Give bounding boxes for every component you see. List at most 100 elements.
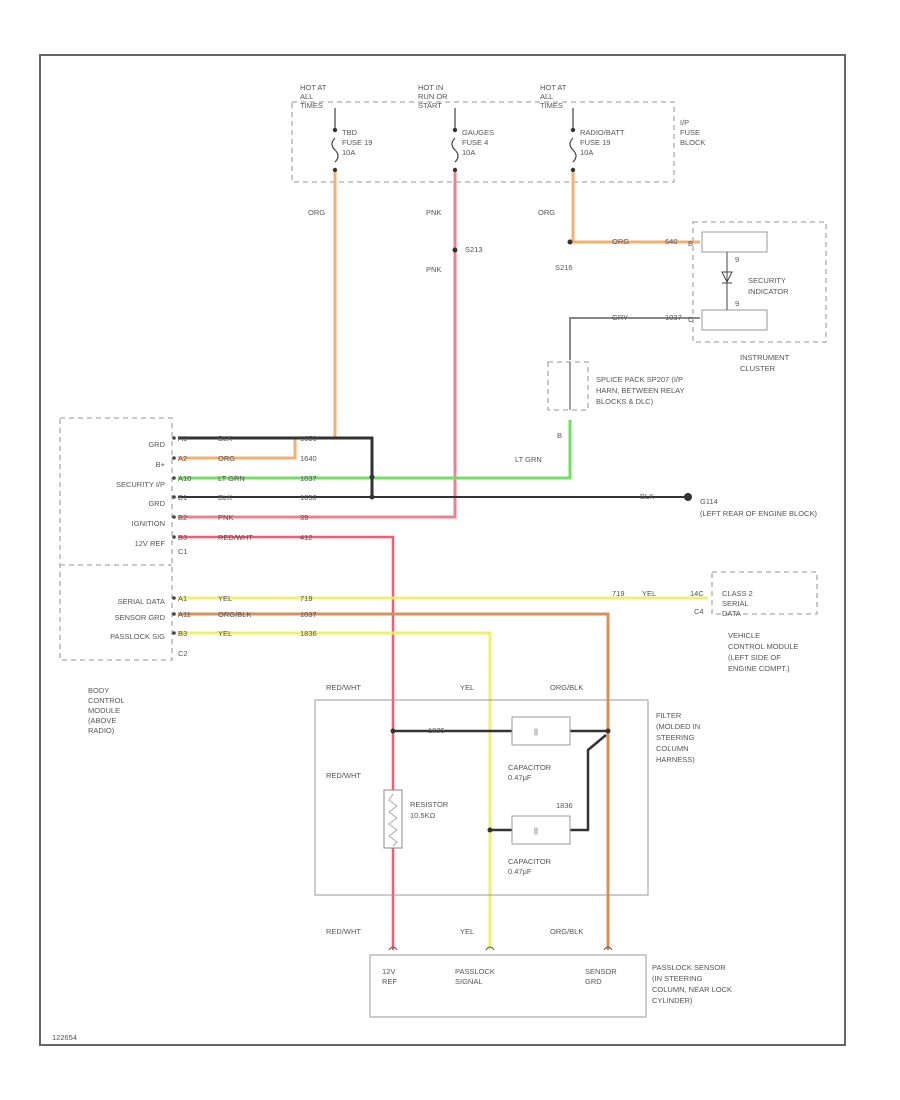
passlock-terminals — [388, 946, 613, 951]
bcm-row-circuit: 1037 — [300, 610, 317, 619]
cluster-pin-c: C — [688, 315, 694, 324]
wire-filter-inner4 — [570, 734, 607, 832]
label-pnk-1: PNK — [426, 208, 441, 217]
filter-top-redwht: RED/WHT — [326, 683, 361, 692]
bcm-row-label: PASSLOCK SIG — [110, 632, 165, 641]
bcm-row-wire-color: ORG/BLK — [218, 610, 251, 619]
fuse-symbols — [331, 108, 577, 163]
bcm-row-pin-dot — [172, 535, 176, 539]
bcm-row-label: B+ — [156, 460, 166, 469]
capacitor-2 — [511, 815, 571, 845]
bcm-row-pin-dot — [172, 596, 176, 600]
bcm-row-label: GRD — [148, 440, 165, 449]
bcm-row-pin: B3 — [178, 629, 187, 638]
label-ltgrn: LT GRN — [515, 455, 542, 464]
bcm-row-circuit: 1650 — [300, 493, 317, 502]
filter-inner-wire: 1835 — [428, 726, 445, 735]
capacitor-1-sym: || — [534, 727, 538, 736]
bcm-row-wire-color: PNK — [218, 513, 233, 522]
label-org-1: ORG — [308, 208, 325, 217]
wire-yellow-passlock — [178, 631, 492, 950]
wire-brown-sensor — [178, 612, 610, 950]
cluster-pin-ref-bottom: 9 — [735, 299, 739, 308]
ground-g114-text: (LEFT REAR OF ENGINE BLOCK) — [700, 509, 817, 518]
bcm-row-circuit: 1640 — [300, 454, 317, 463]
cluster-plate-top — [701, 231, 768, 253]
bcm-row-pin: B1 — [178, 493, 187, 502]
bcm-row-label: SENSOR GRD — [115, 613, 166, 622]
vcm-wire-color: YEL — [642, 589, 656, 598]
bcm-row-pin: A1 — [178, 434, 187, 443]
bcm-row-pin-dot — [172, 436, 176, 440]
bcm-row-pin: B3 — [178, 533, 187, 542]
bcm-row-pin: A2 — [178, 454, 187, 463]
bcm-row-pin-dot — [172, 456, 176, 460]
label-pnk-2: PNK — [426, 265, 441, 274]
bcm-row-circuit: 1836 — [300, 629, 317, 638]
cluster-plate-bottom — [701, 309, 768, 331]
ground-g114-id: G114 — [700, 497, 718, 506]
capacitor-1 — [511, 716, 571, 746]
figure-id: 122654 — [52, 1033, 77, 1042]
label-gry: GRY — [612, 313, 628, 322]
bcm-row-circuit: 39 — [300, 513, 308, 522]
fuse-dots — [332, 127, 576, 173]
passlock-top-yel: YEL — [460, 927, 474, 936]
splice-dots — [369, 239, 611, 833]
filter-box — [314, 699, 649, 896]
vcm-circuit: 719 — [612, 589, 625, 598]
passlock-top-redwht: RED/WHT — [326, 927, 361, 936]
bcm-row-wire-color: BLK — [218, 434, 232, 443]
label-splice-s213: S213 — [465, 245, 483, 254]
label-splice-s216: S216 — [555, 263, 573, 272]
bcm-row-pin-dot — [172, 612, 176, 616]
label-org-2: ORG — [538, 208, 555, 217]
ground-g114-icon — [684, 493, 692, 501]
bcm-connector-c1: C1 — [178, 547, 188, 556]
bcm-row-label: SECURITY I/P — [116, 480, 165, 489]
wire-black-grd1 — [178, 436, 374, 497]
passlock-top-orgblk: ORG/BLK — [550, 927, 583, 936]
bcm-row-label: 12V REF — [135, 539, 166, 548]
vcm-box — [711, 571, 818, 615]
bcm-row-pin-dot — [172, 515, 176, 519]
filter-inner-wire2: 1836 — [556, 801, 573, 810]
bcm-row-label: GRD — [148, 499, 165, 508]
cluster-pin-ref-top: 9 — [735, 255, 739, 264]
bcm-row-label: IGNITION — [132, 519, 165, 528]
vcm-pin: 14C — [690, 589, 704, 598]
fuse-block-box — [291, 101, 675, 183]
label-blk-g114: BLK — [640, 492, 654, 501]
capacitor-2-sym: || — [534, 826, 538, 835]
bcm-row-circuit: 412 — [300, 533, 313, 542]
wire-gray-cluster — [569, 317, 700, 360]
resistor-icon — [383, 789, 403, 849]
instrument-cluster-box — [692, 221, 827, 343]
filter-top-yel: YEL — [460, 683, 474, 692]
splice-pack-box — [547, 361, 589, 411]
bcm-row-circuit: 1037 — [300, 474, 317, 483]
bcm-row-pin-dot — [172, 476, 176, 480]
bcm-row-circuit: 1650 — [300, 434, 317, 443]
bcm-row-wire-color: RED/WHT — [218, 533, 253, 542]
